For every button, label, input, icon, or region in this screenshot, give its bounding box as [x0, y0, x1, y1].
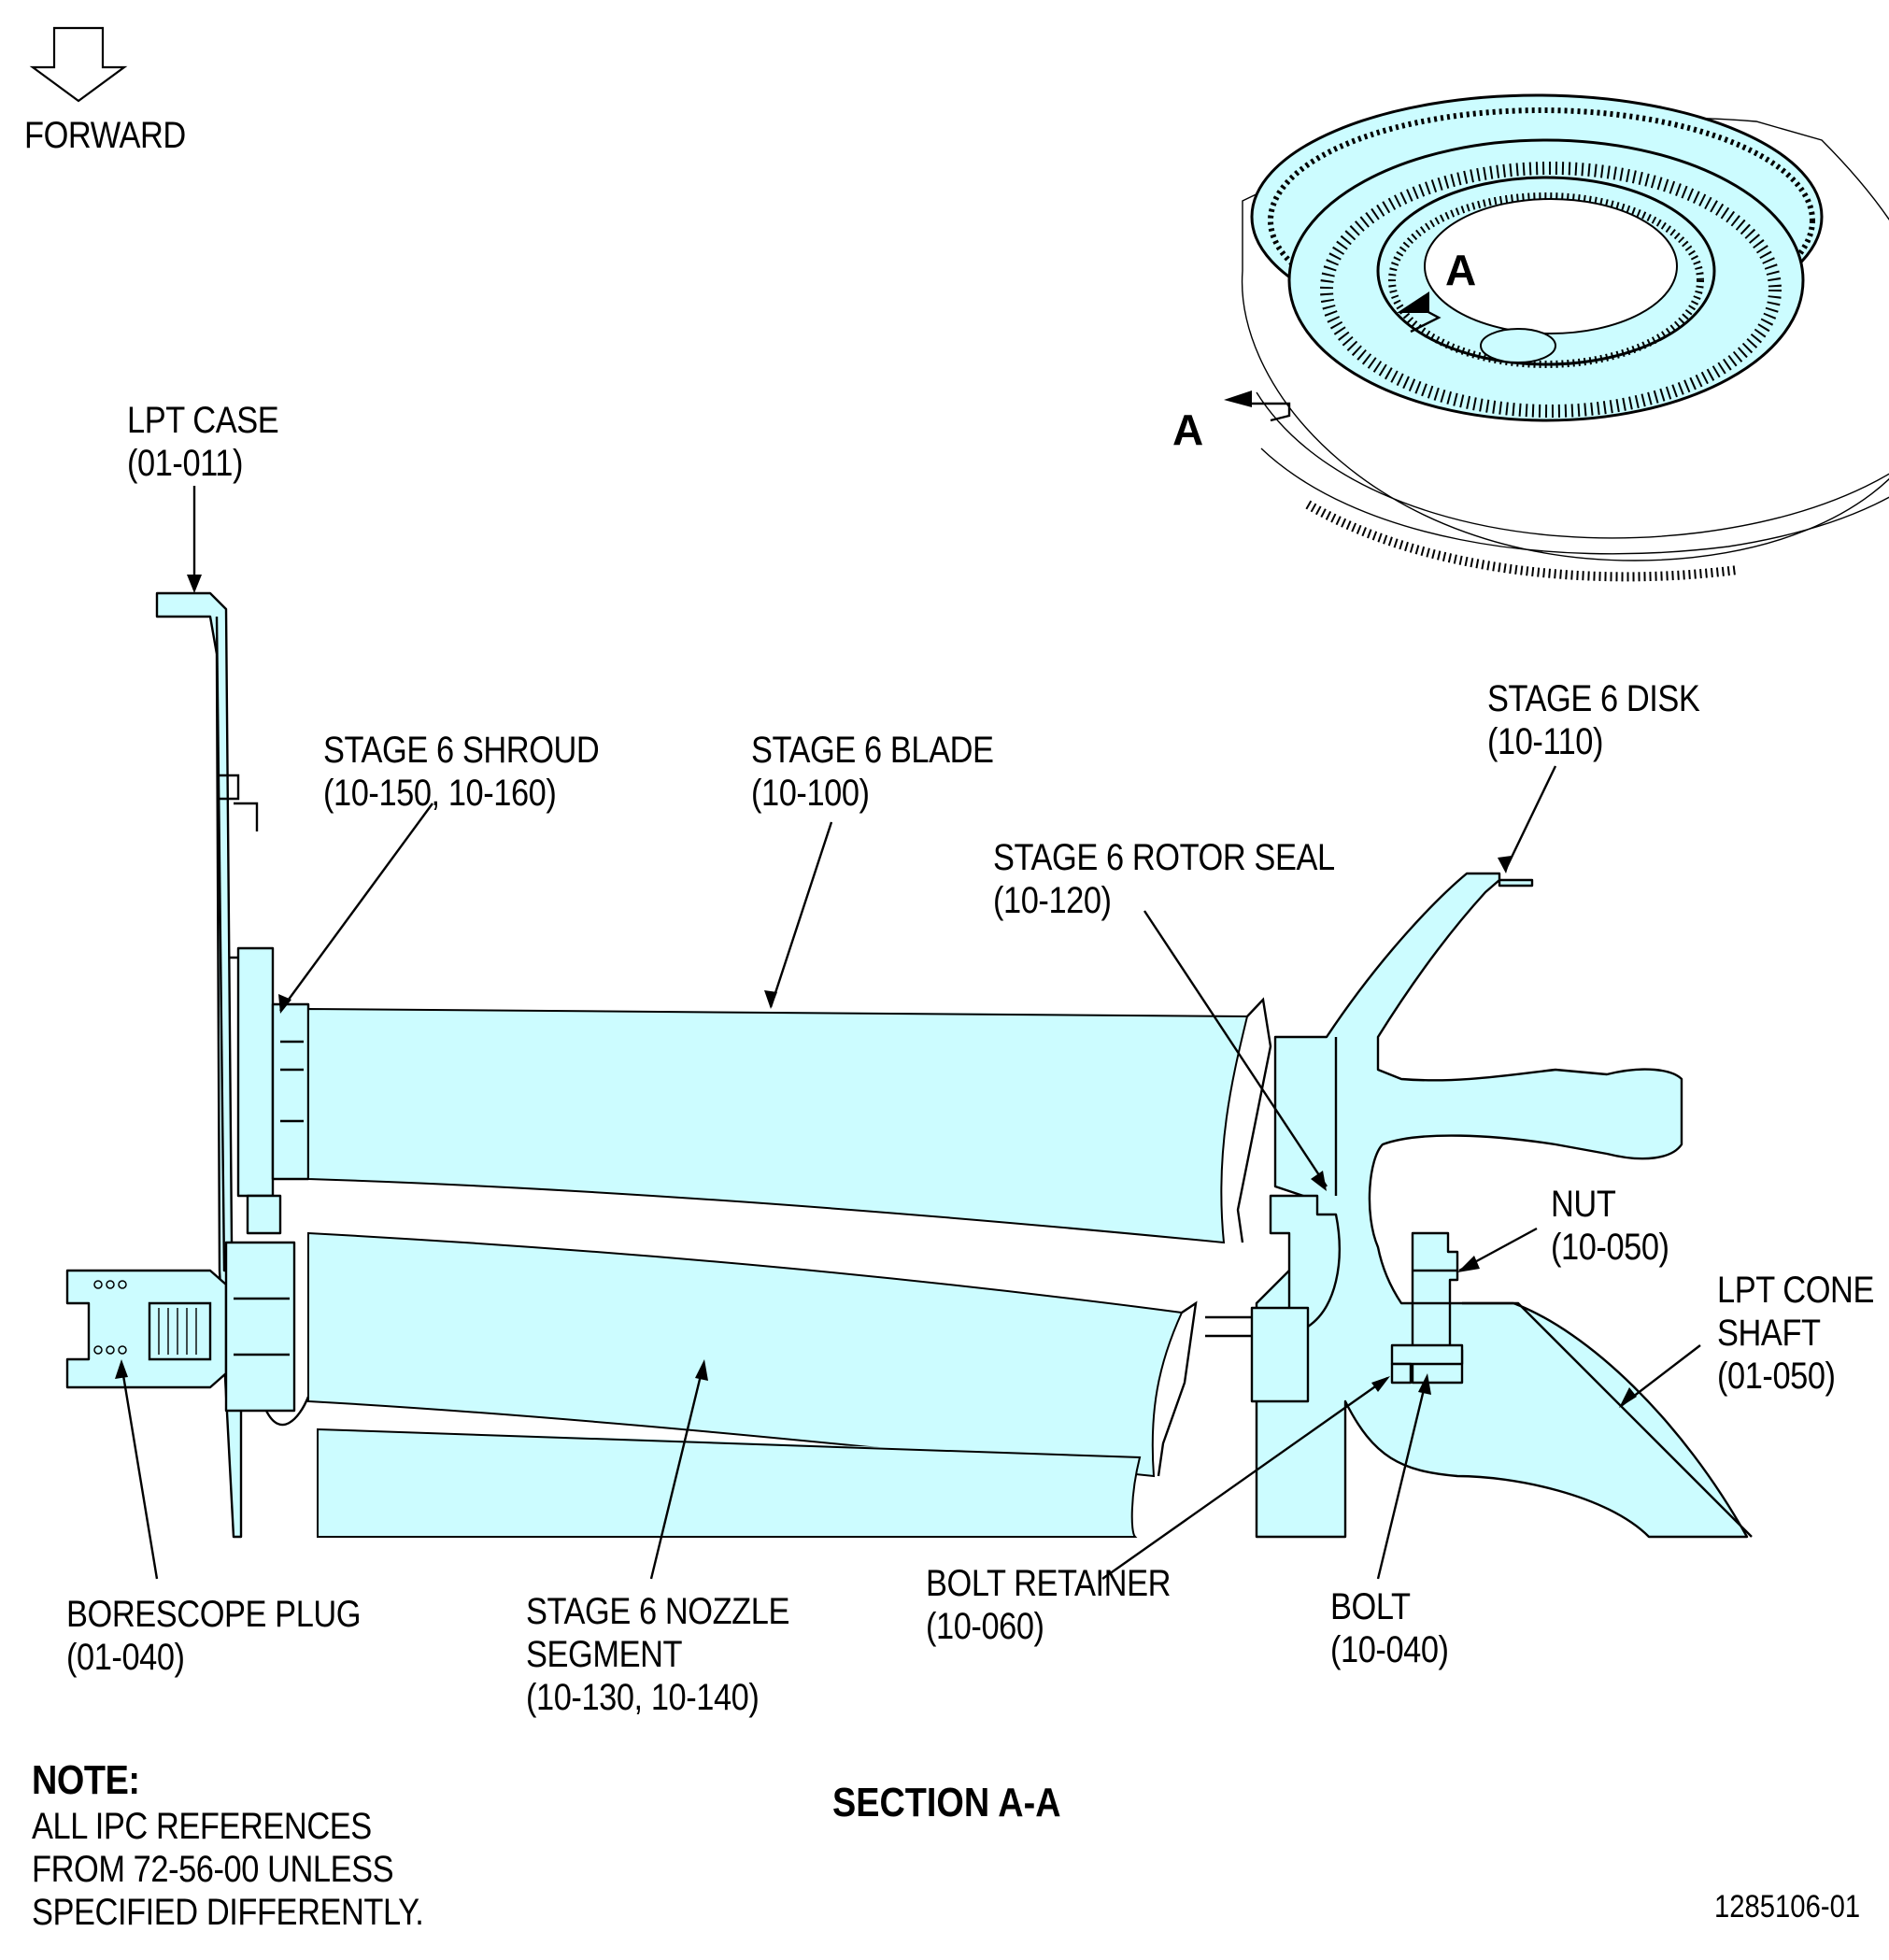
note-block: NOTE: ALL IPC REFERENCES FROM 72-56-00 U… [32, 1757, 424, 1933]
callout-stage6-shroud: STAGE 6 SHROUD (10-150, 10-160) [323, 730, 600, 814]
note-heading: NOTE: [32, 1757, 140, 1803]
stage6-blade-part [307, 1007, 1249, 1244]
callout-bolt-retainer: BOLT RETAINER (10-060) [926, 1563, 1172, 1647]
section-title: SECTION A-A [832, 1780, 1061, 1825]
forward-label: FORWARD [24, 115, 186, 156]
section-mark-top: A [1445, 246, 1477, 294]
lpt-cone-shaft-part [1462, 1301, 1753, 1538]
callout-borescope-plug: BORESCOPE PLUG (01-040) [66, 1594, 362, 1678]
callout-nut: NUT (10-050) [1551, 1184, 1669, 1268]
leader-lines [115, 486, 1701, 1580]
bolt-nut-part [1390, 1231, 1464, 1385]
lpt-case-part [155, 591, 259, 1539]
stage6-disk-part [1205, 872, 1749, 1539]
stage6-shroud-part [236, 946, 310, 1235]
callout-bolt: BOLT (10-040) [1330, 1586, 1449, 1670]
callout-stage6-blade: STAGE 6 BLADE (10-100) [751, 730, 994, 814]
callout-lpt-cone-shaft: LPT CONE SHAFT (01-050) [1717, 1270, 1874, 1397]
section-mark-side: A [1172, 405, 1204, 454]
figure-number: 1285106-01 [1714, 1889, 1861, 1924]
callout-stage6-nozzle: STAGE 6 NOZZLE SEGMENT (10-130, 10-140) [526, 1591, 789, 1718]
stage6-nozzle-part [307, 1231, 1184, 1478]
forward-arrow-icon [29, 26, 128, 103]
callout-lpt-case: LPT CASE (01-011) [127, 400, 279, 484]
callout-stage6-disk: STAGE 6 DISK (10-110) [1487, 678, 1700, 762]
isometric-module-view [1224, 93, 1889, 582]
callout-stage6-rotor-seal: STAGE 6 ROTOR SEAL (10-120) [993, 837, 1335, 921]
borescope-plug-part [65, 1241, 310, 1427]
